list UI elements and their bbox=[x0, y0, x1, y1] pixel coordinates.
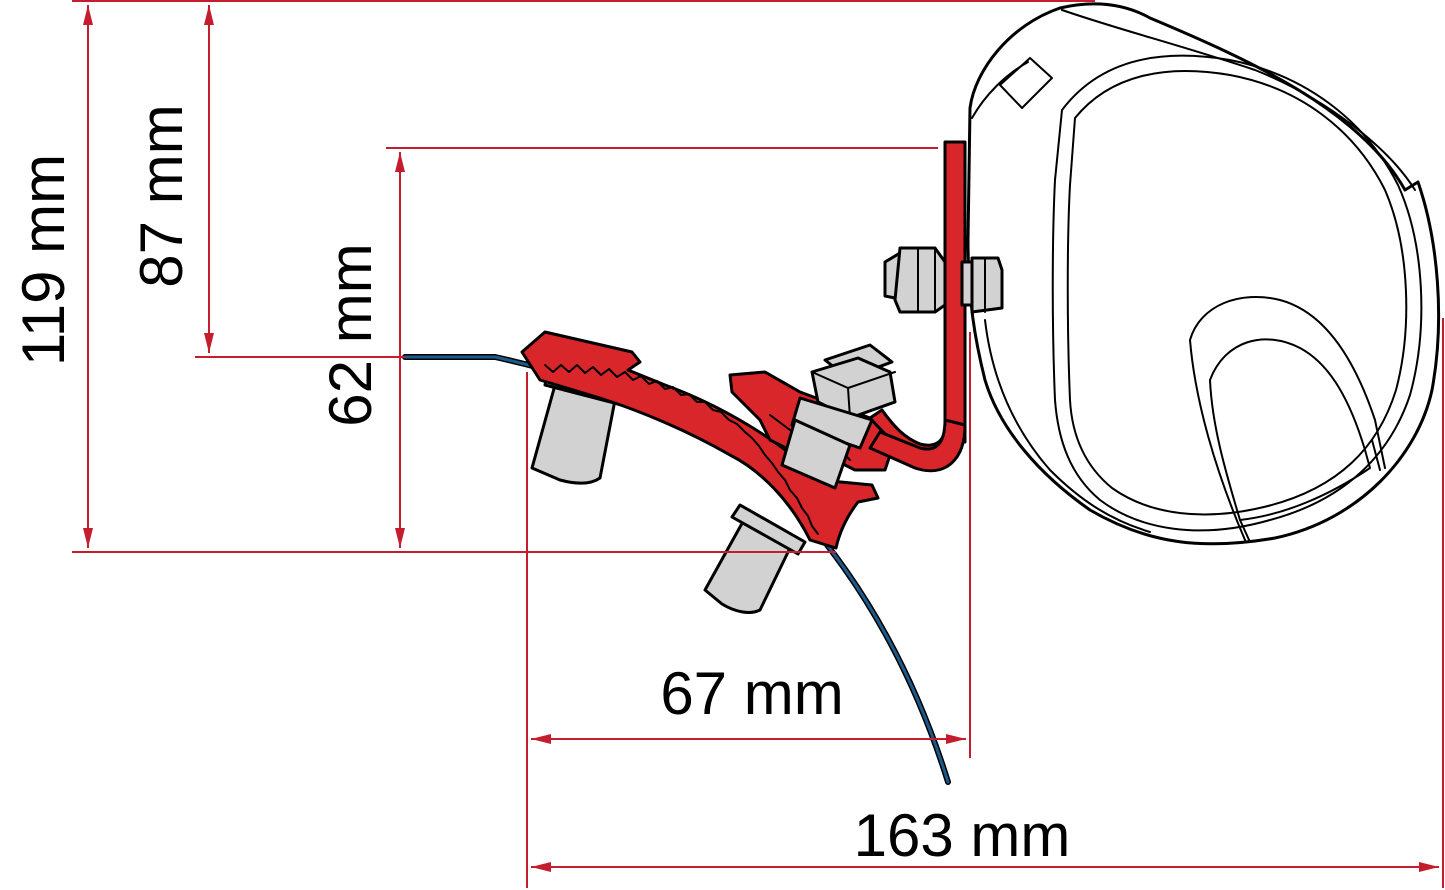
housing-lower-edge bbox=[984, 319, 1151, 533]
label-87-mm: 87 mm bbox=[128, 104, 195, 287]
bracket-saddle bbox=[520, 330, 880, 550]
label-119-mm: 119 mm bbox=[10, 154, 77, 366]
label-62-mm: 62 mm bbox=[317, 243, 384, 426]
bracket-serration bbox=[544, 364, 819, 535]
label-67-mm: 67 mm bbox=[660, 660, 843, 727]
housing-pocket-lip bbox=[1239, 439, 1381, 543]
housing-rim-line bbox=[971, 61, 1029, 119]
red-bracket bbox=[520, 140, 967, 550]
bracket-arm-bend bbox=[868, 418, 967, 473]
housing-pocket-outer bbox=[1189, 295, 1386, 541]
lower-bolt bbox=[703, 503, 807, 614]
arm-bolt bbox=[883, 246, 1004, 314]
housing-outer-shell bbox=[966, 2, 1441, 546]
housing-pocket-inner bbox=[1209, 338, 1371, 521]
dimension-lines bbox=[72, 0, 1444, 888]
housing-top-ridge bbox=[1061, 9, 1416, 191]
label-163-mm: 163 mm bbox=[854, 802, 1071, 869]
awning-housing bbox=[966, 2, 1441, 546]
housing-inner-contour-2 bbox=[1066, 70, 1408, 516]
clamp-bolt bbox=[780, 343, 897, 490]
housing-inner-contour bbox=[1051, 54, 1423, 532]
